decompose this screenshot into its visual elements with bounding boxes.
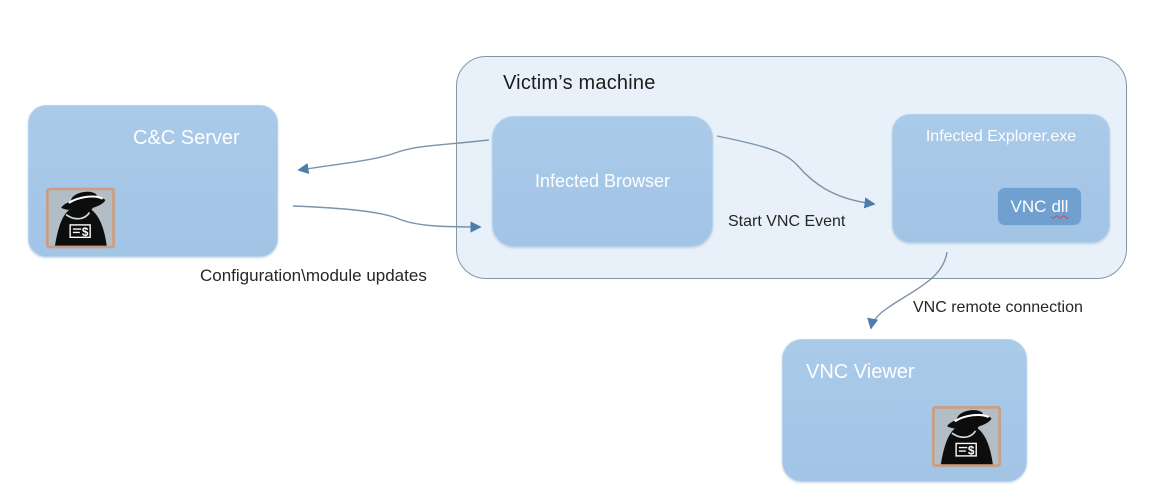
vnc-dll-label-word2: dll <box>1051 196 1069 216</box>
money-thief-icon <box>46 186 115 250</box>
vnc-dll-label-word1: VNC <box>1010 196 1047 216</box>
arrow-cc-to-browser <box>292 205 482 233</box>
victim-machine-title: Victim’s machine <box>503 72 656 94</box>
start-vnc-event-label: Start VNC Event <box>728 213 846 230</box>
infected-browser-node: Infected Browser <box>492 116 713 247</box>
vnc-viewer-label: VNC Viewer <box>806 361 915 383</box>
infected-browser-label: Infected Browser <box>534 171 671 191</box>
vnc-dll-node: VNC dll <box>997 187 1082 226</box>
cc-server-label: C&C Server <box>133 127 240 149</box>
vnc-remote-connection-label: VNC remote connection <box>913 299 1083 316</box>
config-updates-label: Configuration\module updates <box>200 266 427 285</box>
infected-explorer-label: Infected Explorer.exe <box>925 128 1077 145</box>
money-thief-icon <box>929 406 1004 467</box>
